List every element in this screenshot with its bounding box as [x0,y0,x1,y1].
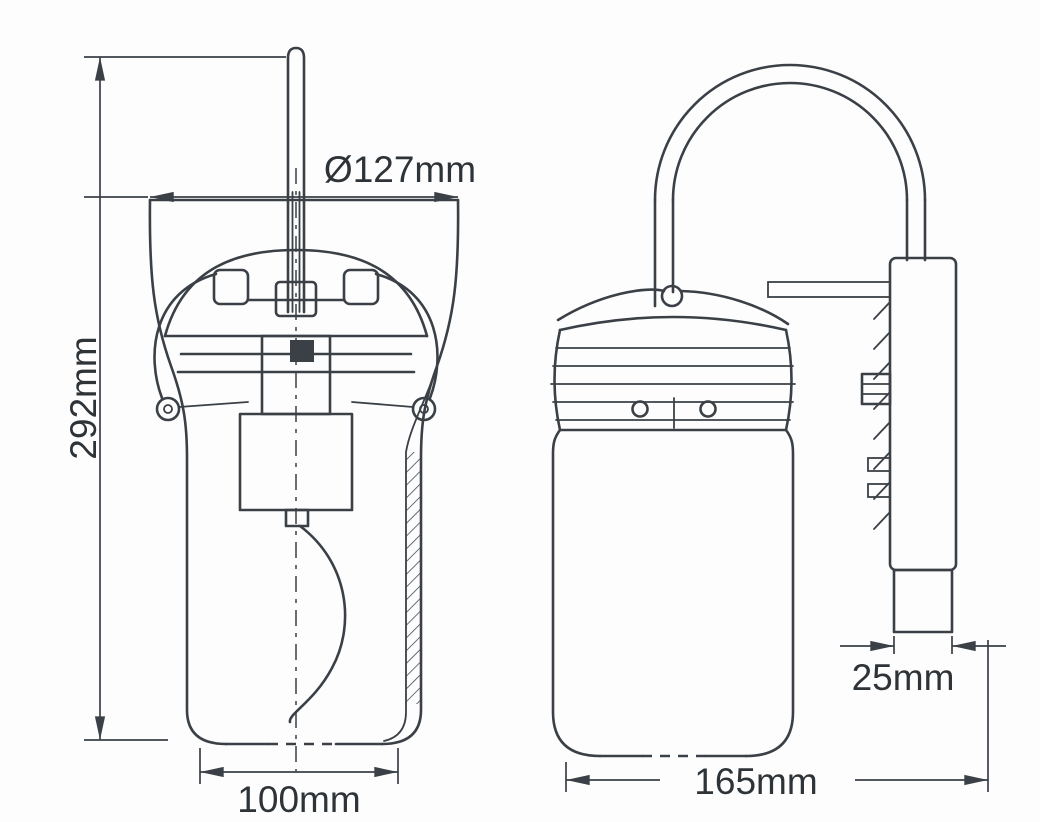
dim-label-depth: 165mm [694,761,817,802]
hanging-rod [286,46,306,314]
screw-detail [867,483,891,498]
dim-label-base-width: 100mm [237,779,360,820]
section-hatch [406,452,422,704]
mounting-screw [860,372,892,406]
rivet-left [631,400,649,418]
power-cord [288,524,347,724]
wall-hatch-ticks [873,301,891,530]
gooseneck-arm [653,63,927,308]
dim-label-height: 292mm [63,336,104,459]
bail-wire-handle [153,272,439,422]
mounting-arm-section [767,281,891,298]
wall-backplate [860,256,958,634]
dimensions-front: 292mm Ø127mm 100mm [63,56,476,820]
dimensions-side: 25mm 165mm [565,636,1006,802]
lid-band-lines [550,347,796,421]
set-screw [290,340,314,362]
rivet-right [699,400,717,418]
jar-side [550,284,796,758]
lid-clamp-right [342,268,380,306]
bail-wire-left [556,288,666,322]
bail-wire-right [679,289,790,326]
dim-label-diameter: Ø127mm [324,149,476,190]
dim-label-backplate: 25mm [852,657,955,698]
bail-pivot-right [411,396,437,422]
bail-pivot [660,284,684,308]
screw-detail [867,457,891,472]
front-view [148,46,460,772]
bail-pivot-left [155,396,181,422]
lamp-socket [238,334,354,528]
lid-clamp-left [212,268,250,306]
label-mask [660,758,855,800]
side-view [550,63,958,758]
